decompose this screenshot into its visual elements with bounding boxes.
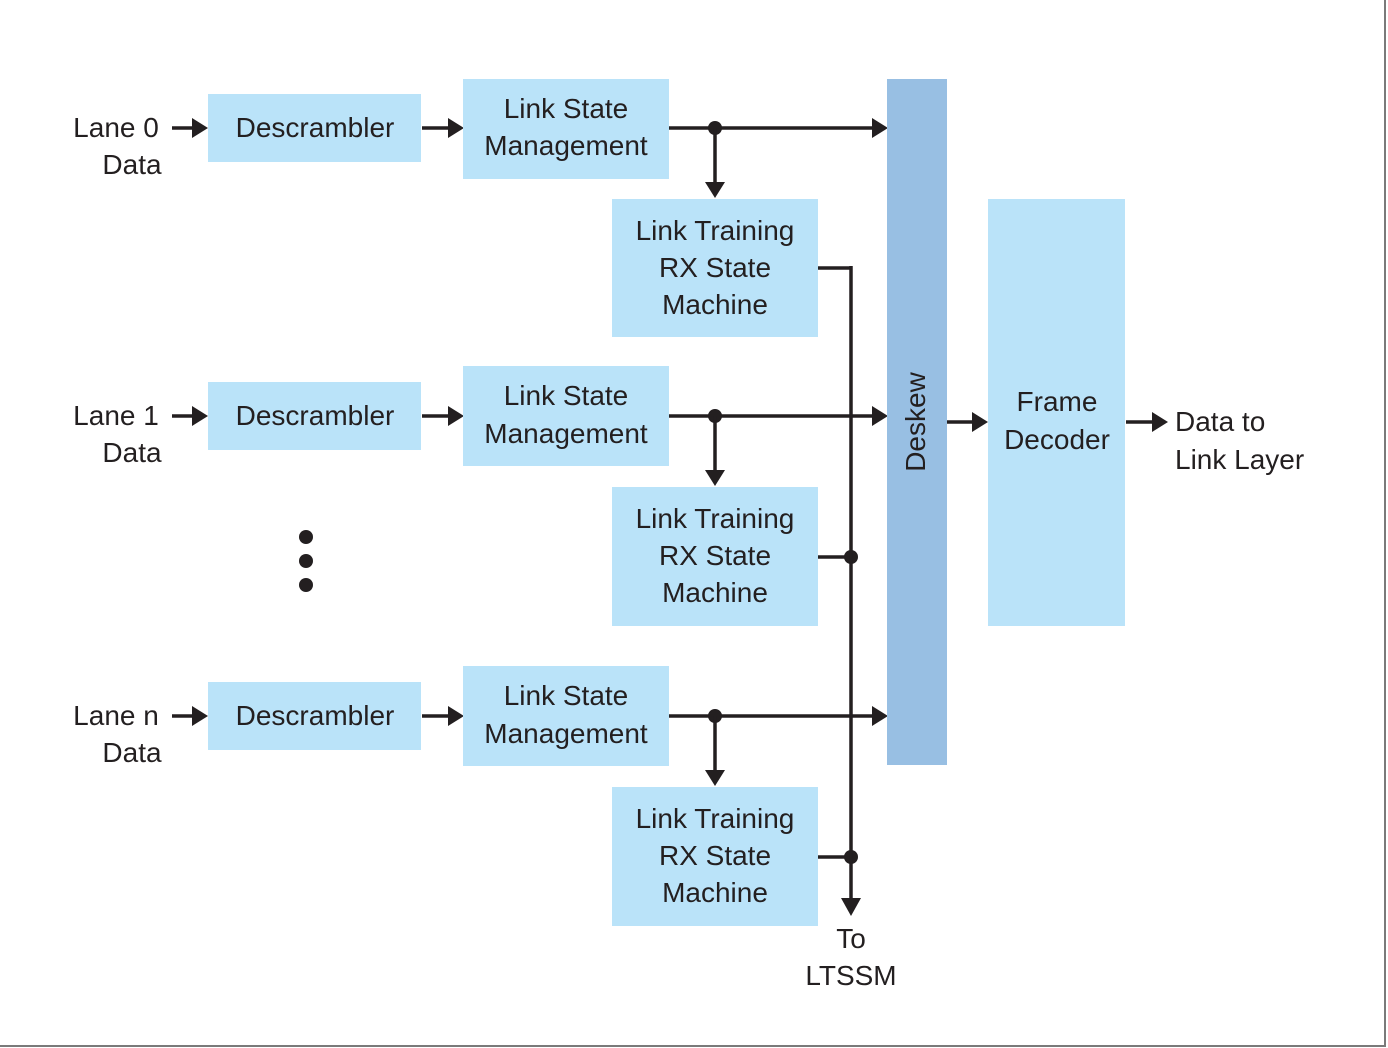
link-training-rx-state-machine-n [612, 787, 818, 926]
frame-decoder-line2: Decoder [1004, 424, 1110, 455]
descrambler-0 [208, 94, 421, 162]
lane-1: Lane 1 Data Descrambler Link State Manag… [73, 366, 888, 626]
ltssm-label-line2: LTSSM [805, 960, 896, 991]
lane-1-label: Lane 1 [73, 400, 159, 431]
lane-1-data-label: Data [102, 437, 162, 468]
descrambler-n-label: Descrambler [236, 700, 395, 731]
arrowhead-icon [872, 406, 888, 426]
arrowhead-icon [448, 406, 464, 426]
vertical-ellipsis-icon [299, 530, 313, 592]
lane-n-label: Lane n [73, 700, 159, 731]
lane-n-data-label: Data [102, 737, 162, 768]
frame-decoder-block [988, 199, 1125, 626]
arrowhead-icon [705, 470, 725, 486]
arrowhead-icon [192, 118, 208, 138]
arrowhead-icon [705, 182, 725, 198]
lsm-0-line1: Link State [504, 93, 629, 124]
link-training-rx-state-machine-0 [612, 199, 818, 337]
ltrx-1-line2: RX State [659, 540, 771, 571]
link-state-management-n [463, 666, 669, 766]
arrowhead-icon [872, 118, 888, 138]
lane-0-label: Lane 0 [73, 112, 159, 143]
lsm-1-line2: Management [484, 418, 648, 449]
arrowhead-icon [1152, 412, 1168, 432]
arrowhead-icon [872, 706, 888, 726]
link-training-rx-state-machine-1 [612, 487, 818, 626]
ltrx-0-line2: RX State [659, 252, 771, 283]
arrowhead-icon [192, 706, 208, 726]
ltrx-0-line3: Machine [662, 289, 768, 320]
arrowhead-icon [841, 898, 861, 916]
ltrx-n-line3: Machine [662, 877, 768, 908]
lane-n: Lane n Data Descrambler Link State Manag… [73, 666, 888, 926]
ltrx-1-line1: Link Training [636, 503, 795, 534]
descrambler-0-label: Descrambler [236, 112, 395, 143]
descrambler-1-label: Descrambler [236, 400, 395, 431]
lsm-n-line1: Link State [504, 680, 629, 711]
arrowhead-icon [448, 118, 464, 138]
descrambler-n [208, 682, 421, 750]
arrowhead-icon [972, 412, 988, 432]
ltrx-0-line1: Link Training [636, 215, 795, 246]
ltrx-n-line2: RX State [659, 840, 771, 871]
output-label-line1: Data to [1175, 406, 1265, 437]
deskew-block [887, 79, 947, 765]
arrowhead-icon [192, 406, 208, 426]
output-label-line2: Link Layer [1175, 444, 1304, 475]
descrambler-1 [208, 382, 421, 450]
lane-0-data-label: Data [102, 149, 162, 180]
ltssm-label-line1: To [836, 923, 866, 954]
arrowhead-icon [448, 706, 464, 726]
lsm-1-line1: Link State [504, 380, 629, 411]
deskew-label: Deskew [900, 371, 931, 471]
lsm-n-line2: Management [484, 718, 648, 749]
frame-decoder-line1: Frame [1017, 386, 1098, 417]
link-state-management-0 [463, 79, 669, 179]
lsm-0-line2: Management [484, 130, 648, 161]
ltrx-1-line3: Machine [662, 577, 768, 608]
link-state-management-1 [463, 366, 669, 466]
lane-0: Lane 0 Data Descrambler Link State Manag… [73, 79, 888, 337]
arrowhead-icon [705, 770, 725, 786]
ltrx-n-line1: Link Training [636, 803, 795, 834]
